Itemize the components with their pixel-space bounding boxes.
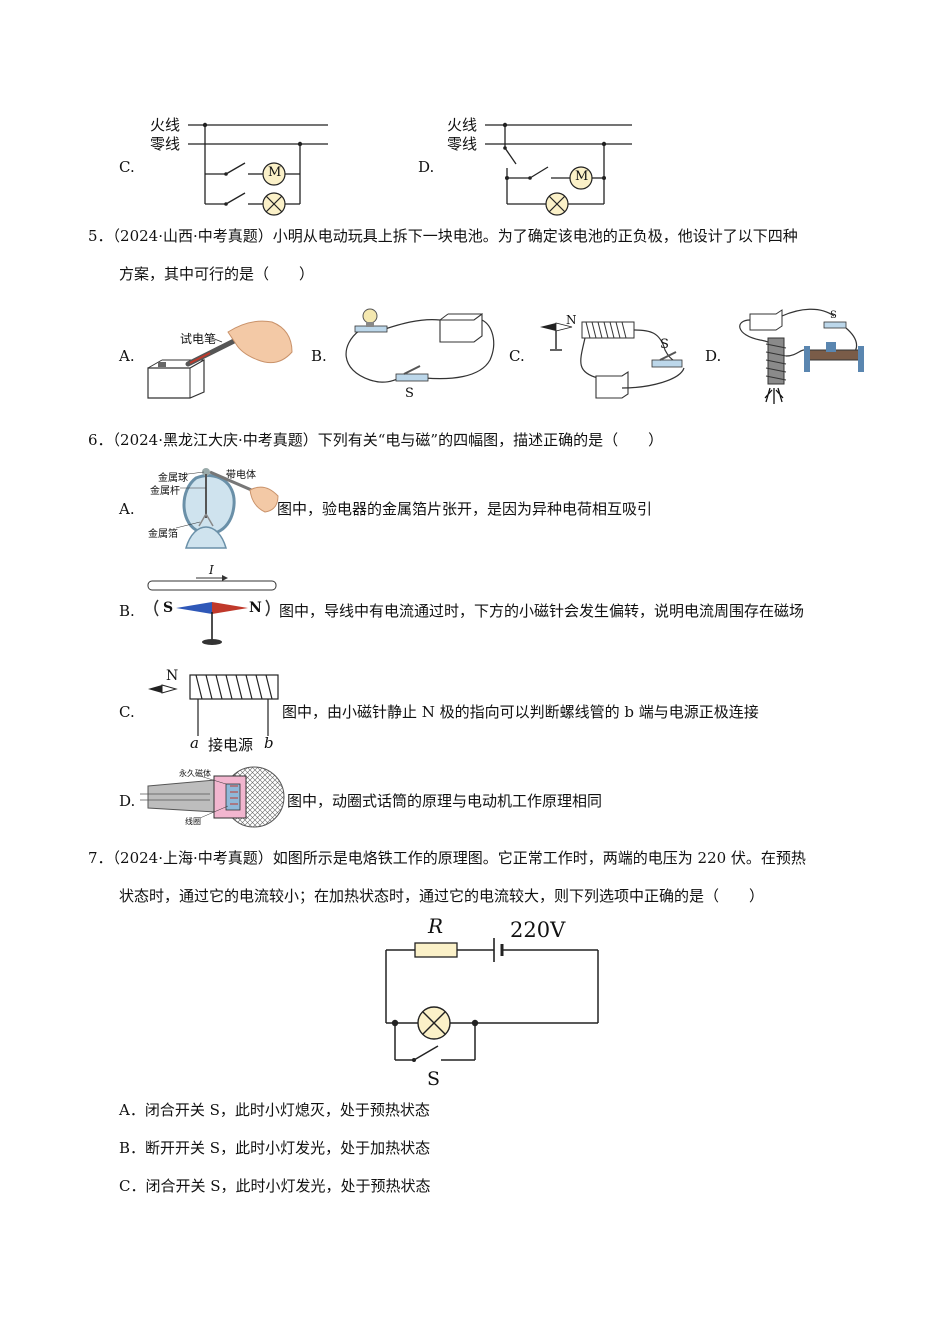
- q5d-electromagnet-figure: [739, 308, 864, 404]
- q6-option-a-letter[interactable]: A.: [119, 500, 135, 518]
- q6c-power-label: 接电源: [208, 736, 254, 754]
- q6-option-a-text: 图中，验电器的金属箔片张开，是因为异种电荷相互吸引: [277, 500, 653, 518]
- q4-option-c-circuit: [188, 122, 328, 216]
- q4c-motor-icon: [262, 162, 286, 186]
- q6d-microphone-figure: [140, 766, 285, 828]
- q6c-n-label: N: [166, 668, 179, 684]
- q5d-switch-label: S: [830, 310, 837, 321]
- q4d-neutral-label: 零线: [447, 135, 478, 153]
- q5b-circuit-figure: [345, 308, 495, 383]
- q5-option-d[interactable]: D.: [705, 347, 722, 365]
- q4-option-d-letter[interactable]: D.: [418, 158, 435, 176]
- q7-option-a[interactable]: A．闭合开关 S，此时小灯熄灭，处于预热状态: [119, 1101, 430, 1119]
- q7-voltage-label: 220V: [510, 918, 566, 942]
- q6a-label-ball: 金属球: [158, 473, 188, 484]
- q5a-test-pen-figure: [147, 320, 293, 399]
- q4d-live-label: 火线: [447, 116, 478, 134]
- q7-resistor-label: R: [428, 914, 444, 938]
- q4-option-d-circuit: [485, 122, 632, 216]
- q6-option-c-letter[interactable]: C.: [119, 703, 135, 721]
- q5-stem-line2: 方案，其中可行的是（ ）: [119, 265, 315, 283]
- q4d-motor-icon: [569, 166, 593, 190]
- q6-stem: 6．（2024·黑龙江大庆·中考真题）下列有关“电与磁”的四幅图，描述正确的是（…: [88, 431, 664, 449]
- q5c-solenoid-figure: [540, 321, 685, 399]
- q4c-motor-label: M: [268, 165, 282, 180]
- q5b-switch-label: S: [405, 386, 414, 401]
- q6b-wire-compass-figure: [147, 575, 277, 645]
- q5c-switch-label: S: [660, 337, 669, 352]
- q4c-neutral-label: 零线: [150, 135, 181, 153]
- q5-stem-line1: 5．（2024·山西·中考真题）小明从电动玩具上拆下一块电池。为了确定该电池的正…: [88, 227, 798, 245]
- q6a-label-foil: 金属箔: [148, 529, 178, 540]
- q6-option-b-letter[interactable]: B.: [119, 602, 135, 620]
- q6a-label-charged: 带电体: [226, 470, 256, 481]
- q4-option-c-letter[interactable]: C.: [119, 158, 135, 176]
- q5-option-c[interactable]: C.: [509, 347, 525, 365]
- q6b-n-label: N: [249, 600, 262, 616]
- q5c-north-label: N: [566, 313, 577, 327]
- q6-option-c-text: 图中，由小磁针静止 N 极的指向可以判断螺线管的 b 端与电源正极连接: [282, 703, 759, 721]
- q6a-label-rod: 金属杆: [150, 486, 180, 497]
- q5-option-b[interactable]: B.: [311, 347, 327, 365]
- q7-switch-label: S: [427, 1068, 441, 1090]
- q6c-a-label: a: [190, 734, 199, 752]
- q6a-electroscope-figure: [175, 468, 279, 549]
- q7-stem-line1: 7．（2024·上海·中考真题）如图所示是电烙铁工作的原理图。它正常工作时，两端…: [88, 849, 806, 867]
- q6b-current-label: I: [209, 563, 214, 577]
- q7-circuit-figure: [385, 938, 599, 1062]
- q4d-motor-label: M: [575, 169, 589, 184]
- q6d-label-coil: 线圈: [185, 817, 201, 826]
- q5-option-a[interactable]: A.: [119, 347, 135, 365]
- q6b-s-label: S: [163, 600, 174, 616]
- q6-option-d-letter[interactable]: D.: [119, 792, 136, 810]
- q6c-solenoid-figure: [148, 674, 279, 736]
- q7-option-b[interactable]: B．断开开关 S，此时小灯发光，处于加热状态: [119, 1139, 431, 1157]
- q5a-test-pen-label: 试电笔: [180, 332, 217, 346]
- q6d-label-magnet: 永久磁体: [179, 769, 211, 778]
- q6c-b-label: b: [264, 734, 274, 752]
- q7-stem-line2: 状态时，通过它的电流较小；在加热状态时，通过它的电流较大，则下列选项中正确的是（…: [119, 887, 765, 905]
- q7-option-c[interactable]: C．闭合开关 S，此时小灯发光，处于预热状态: [119, 1177, 431, 1195]
- q6-option-d-text: 图中，动圈式话筒的原理与电动机工作原理相同: [287, 792, 603, 810]
- q4c-live-label: 火线: [150, 116, 181, 134]
- q6-option-b-text: 图中，导线中有电流通过时，下方的小磁针会发生偏转，说明电流周围存在磁场: [279, 602, 805, 620]
- q7-resistor: [414, 942, 458, 958]
